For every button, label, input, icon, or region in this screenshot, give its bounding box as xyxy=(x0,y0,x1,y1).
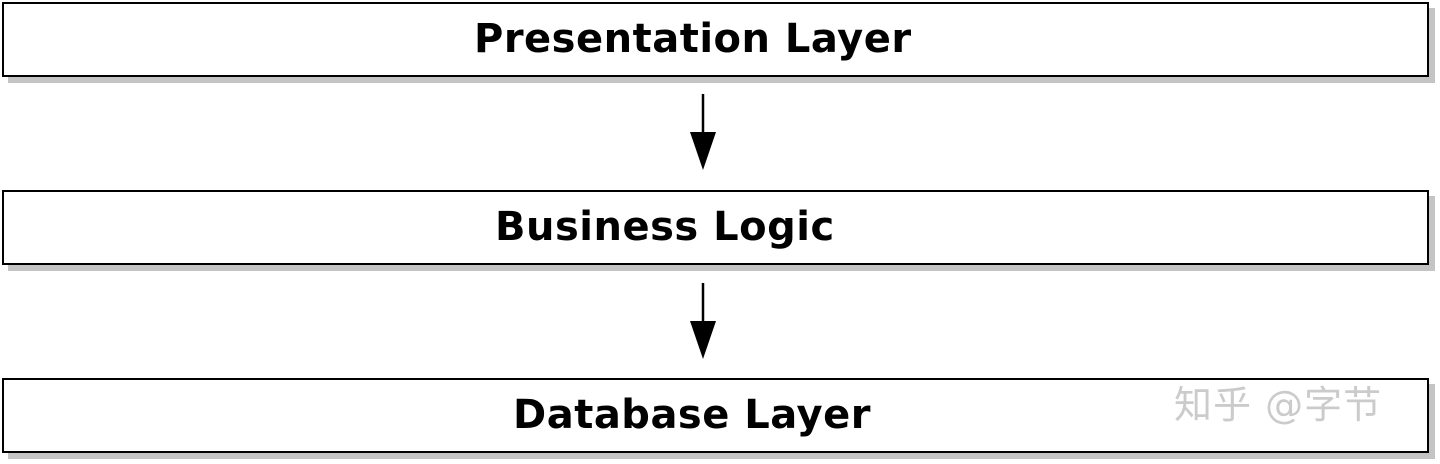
database-layer-box: Database Layer xyxy=(2,378,1429,453)
watermark-text: 知乎 @字节 xyxy=(1174,383,1383,427)
arrow-business-to-database xyxy=(690,283,716,359)
arrow-presentation-to-business xyxy=(690,94,716,170)
presentation-layer-label: Presentation Layer xyxy=(474,16,912,62)
business-logic-box: Business Logic xyxy=(2,190,1429,265)
business-logic-label: Business Logic xyxy=(495,204,835,250)
presentation-layer-box: Presentation Layer xyxy=(2,2,1429,77)
database-layer-label: Database Layer xyxy=(513,392,871,438)
